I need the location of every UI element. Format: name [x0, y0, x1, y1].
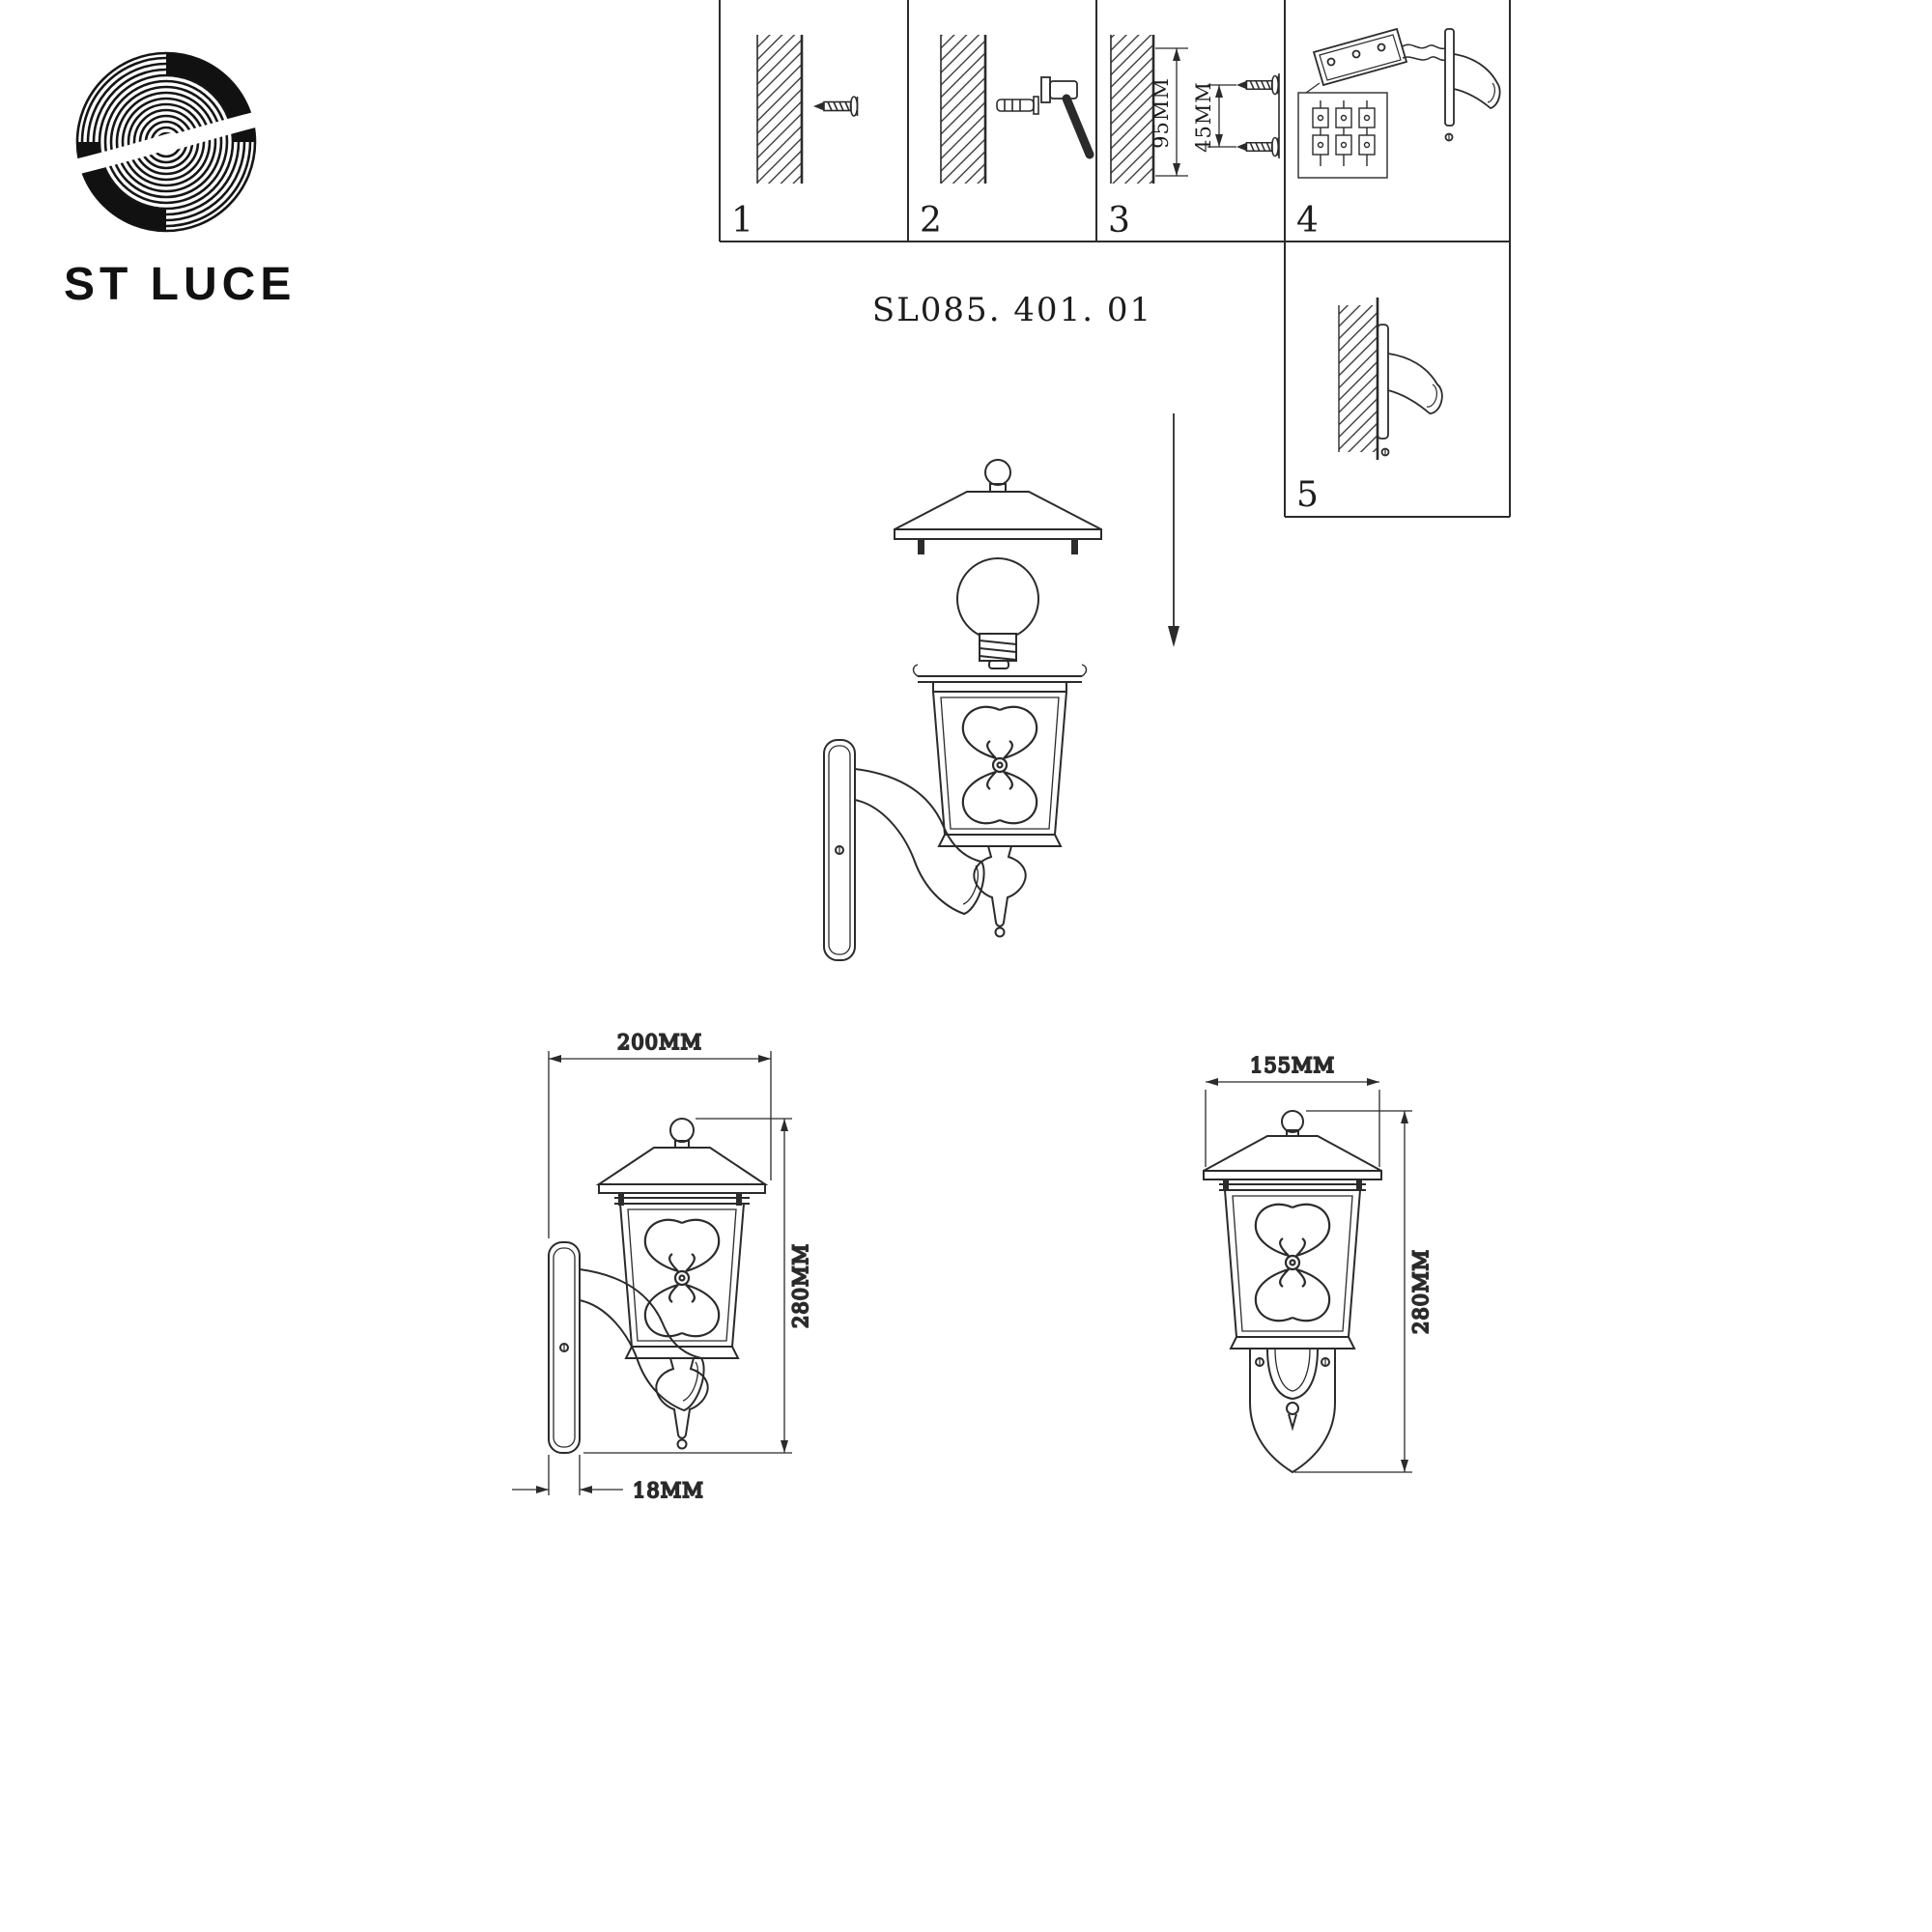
dim-label-18mm: 18MM [633, 1479, 704, 1502]
sconce-side [548, 1118, 769, 1454]
mounted-sconce-side [1377, 324, 1443, 457]
step-number-2: 2 [920, 201, 942, 241]
screw-icon [812, 96, 859, 117]
dim-label-280mm-front: 280MM [1409, 1249, 1433, 1334]
anchor-icon [996, 96, 1039, 115]
step-panel-3: 95MM 45MM [1110, 35, 1280, 184]
scroll-ornament [1254, 1203, 1331, 1322]
dimension-155mm [1205, 1078, 1380, 1167]
wall-hatch [757, 35, 802, 184]
dim-label-45mm: 45MM [1192, 81, 1215, 153]
dimension-280mm-side [583, 1118, 792, 1454]
scroll-ornament [643, 1218, 721, 1338]
backplate-side [1444, 28, 1501, 142]
dim-label-280mm-side: 280MM [789, 1243, 812, 1328]
step-number-1: 1 [731, 201, 753, 241]
step-number-4: 4 [1296, 201, 1319, 241]
dimension-200mm [548, 1051, 772, 1238]
step-panel-1 [756, 35, 859, 184]
brand-wordmark: ST LUCE [64, 259, 296, 310]
wires [1402, 43, 1446, 62]
wall-hatch [1339, 305, 1378, 452]
screw-icon [1236, 74, 1279, 96]
step-panel-4 [1297, 27, 1501, 179]
step-number-3: 3 [1108, 201, 1130, 241]
brand-logo [47, 51, 285, 233]
screw-icon [1236, 136, 1279, 157]
logo-swoosh-lower [47, 133, 178, 180]
front-view-drawing: 155MM [1203, 1053, 1434, 1474]
scroll-ornament [961, 705, 1038, 825]
mounting-bracket [1312, 27, 1408, 87]
dimension-45mm [1208, 84, 1236, 148]
hammer-icon [1040, 76, 1094, 159]
side-view-drawing: 200MM 280MM [512, 1030, 813, 1503]
dim-label-95mm: 95MM [1150, 77, 1173, 149]
model-number: SL085. 401. 01 [872, 291, 1152, 329]
sconce-front [1203, 1110, 1382, 1474]
dim-label-155mm: 155MM [1250, 1054, 1335, 1077]
wall-bracket [823, 739, 985, 961]
exploded-view [823, 459, 1102, 961]
lantern-body [912, 664, 1088, 938]
dim-label-200mm: 200MM [617, 1031, 702, 1054]
step-panel-2 [940, 35, 1094, 184]
terminal-detail [1297, 92, 1388, 179]
dimension-280mm-front [1294, 1110, 1412, 1473]
dimension-18mm [512, 1455, 623, 1495]
cap-assembly [894, 459, 1102, 554]
panel-grid [719, 0, 1511, 518]
step-panel-5 [1338, 298, 1443, 460]
dimension-95mm [1155, 47, 1188, 177]
step-number-5: 5 [1296, 475, 1319, 515]
wall-hatch [941, 35, 985, 184]
assembly-arrow [1168, 413, 1179, 647]
wall-hatch [1111, 35, 1153, 184]
light-bulb [956, 557, 1039, 669]
